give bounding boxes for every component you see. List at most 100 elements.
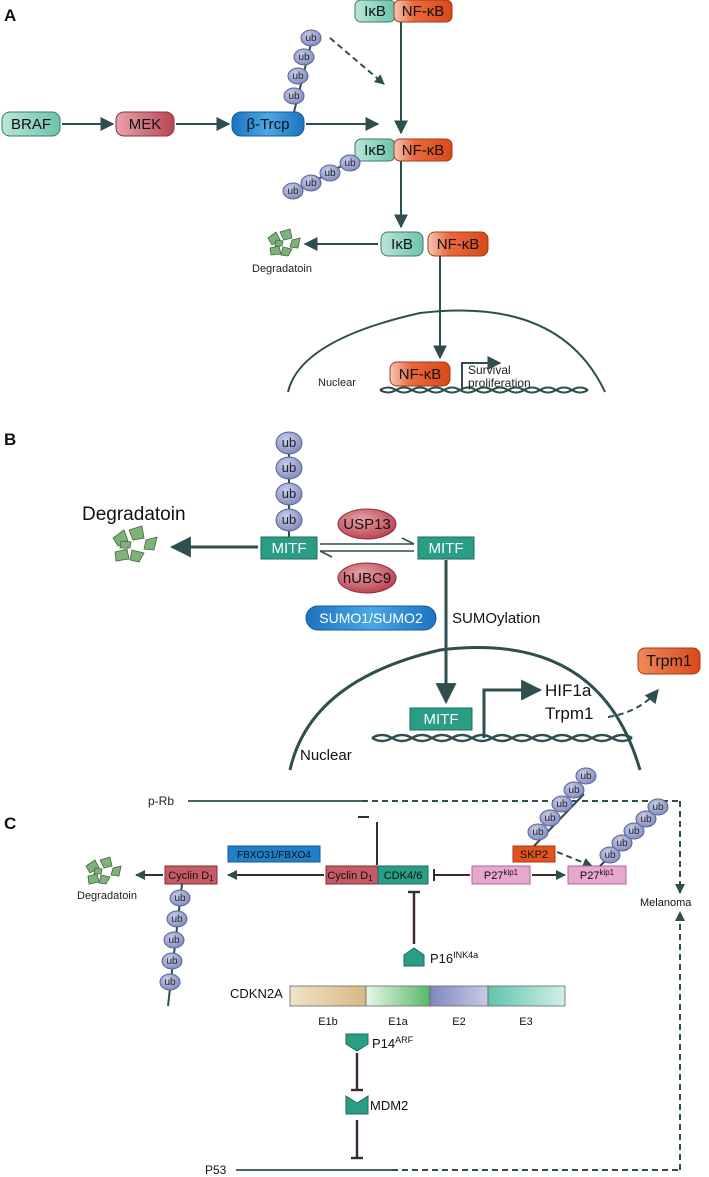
dna-strand-b — [371, 733, 633, 743]
ub-chain-btrcp: ub ub ub ub — [283, 29, 322, 113]
svg-text:ub: ub — [287, 186, 299, 197]
svg-text:P27kip1: P27kip1 — [580, 868, 615, 882]
usp13-node: USP13 — [337, 508, 397, 540]
fbxo-node: FBXO31/FBXO4 — [227, 845, 321, 863]
svg-text:ub: ub — [628, 826, 640, 837]
ub-chain-skp2: ub ub ub ub ub — [527, 767, 597, 847]
svg-text:NF-κB: NF-κB — [437, 236, 480, 253]
panel-label-a: A — [4, 6, 16, 25]
melanoma-label: Melanoma — [640, 897, 692, 909]
exon-e1a-label: E1a — [388, 1016, 408, 1028]
ub-chain-p27: ub ub ub ub ub — [599, 798, 669, 867]
mitf-left: MITF — [260, 536, 318, 560]
degradation-fragments-b — [112, 525, 158, 563]
svg-text:ub: ub — [580, 771, 592, 782]
hif1a-label: HIF1a — [545, 681, 592, 700]
svg-text:ub: ub — [168, 935, 180, 946]
cyclin-cdk-complex: Cyclin D1 CDK4/6 — [325, 865, 429, 885]
svg-text:P27kip1: P27kip1 — [484, 868, 519, 882]
svg-text:ub: ub — [532, 827, 544, 838]
skp2-node: SKP2 — [512, 845, 556, 863]
ub-chain-ikb: ub ub ub ub — [282, 154, 361, 200]
svg-text:ub: ub — [305, 33, 317, 44]
svg-text:ub: ub — [288, 91, 300, 102]
prb-label: p-Rb — [148, 794, 174, 808]
svg-text:NF-κB: NF-κB — [399, 366, 442, 383]
svg-text:P14ARF: P14ARF — [372, 1035, 414, 1051]
svg-text:USP13: USP13 — [343, 516, 391, 533]
svg-text:ub: ub — [292, 71, 304, 82]
svg-text:Cyclin D1: Cyclin D1 — [168, 870, 214, 883]
svg-text:MITF: MITF — [429, 540, 464, 557]
svg-text:ub: ub — [640, 814, 652, 825]
panel-label-b: B — [4, 430, 16, 449]
svg-text:MDM2: MDM2 — [370, 1098, 408, 1113]
svg-text:ub: ub — [282, 486, 296, 501]
degradation-label-b: Degradatoin — [82, 504, 186, 525]
p16-node: P16INK4a — [403, 947, 478, 967]
svg-text:IκB: IκB — [391, 236, 413, 253]
svg-text:SUMO1/SUMO2: SUMO1/SUMO2 — [319, 610, 423, 626]
dna-strand-a — [379, 386, 589, 394]
exon-e1b-label: E1b — [318, 1016, 338, 1028]
ikb-nfkb-complex-top: IκB NF-κB — [354, 0, 453, 23]
trpm1-gene-label: Trpm1 — [545, 704, 594, 723]
dashed-ub-transfer-c — [556, 851, 593, 868]
survival-label: Survival — [468, 363, 511, 377]
transcription-arrow-a — [461, 356, 502, 390]
svg-text:Cyclin D1: Cyclin D1 — [327, 870, 373, 883]
mitf-nuclear: MITF — [409, 707, 473, 731]
cdkn2a-gene-bar — [289, 985, 566, 1007]
svg-text:BRAF: BRAF — [11, 116, 51, 133]
svg-text:ub: ub — [324, 168, 336, 179]
nuclear-label-a: Nuclear — [318, 377, 356, 389]
panel-label-c: C — [4, 814, 16, 833]
svg-text:MITF: MITF — [272, 540, 307, 557]
svg-text:ub: ub — [652, 802, 664, 813]
svg-text:ub: ub — [171, 914, 183, 925]
svg-text:MITF: MITF — [424, 711, 459, 728]
ub-chain-cyclin: ub ub ub ub ub — [159, 883, 191, 1007]
svg-text:ub: ub — [544, 813, 556, 824]
svg-text:ub: ub — [556, 799, 568, 810]
svg-text:SKP2: SKP2 — [520, 849, 548, 861]
nuclear-envelope-a — [287, 309, 606, 393]
svg-text:ub: ub — [616, 838, 628, 849]
mitf-right: MITF — [417, 536, 475, 560]
svg-text:ub: ub — [174, 893, 186, 904]
svg-text:FBXO31/FBXO4: FBXO31/FBXO4 — [237, 850, 311, 861]
arrow-trpm1-export — [607, 688, 659, 718]
ikb-nfkb-complex-middle: IκB NF-κB — [354, 138, 453, 162]
degradation-fragments-a — [267, 228, 301, 257]
proliferation-label: proliferation — [468, 376, 531, 390]
dashed-ub-transfer — [329, 37, 385, 85]
braf-node: BRAF — [1, 111, 61, 137]
svg-text:P16INK4a: P16INK4a — [430, 950, 478, 966]
ub-stack-mitf: ub ub ub ub — [275, 431, 303, 537]
svg-text:hUBC9: hUBC9 — [343, 570, 391, 587]
hubc9-node: hUBC9 — [337, 562, 397, 594]
svg-text:ub: ub — [568, 785, 580, 796]
nuclear-envelope-b — [288, 646, 642, 771]
svg-text:ub: ub — [298, 52, 310, 63]
degradation-label-a: Degradatoin — [252, 263, 312, 275]
nuclear-label-b: Nuclear — [300, 747, 352, 764]
p27-right: P27kip1 — [567, 865, 627, 885]
transcription-arrow-b — [482, 679, 543, 738]
ikb-separated: IκB — [380, 231, 424, 257]
svg-text:ub: ub — [282, 460, 296, 475]
exon-e2-label: E2 — [452, 1016, 465, 1028]
degradation-label-c: Degradatoin — [77, 890, 137, 902]
svg-text:ub: ub — [305, 178, 317, 189]
svg-text:ub: ub — [282, 512, 296, 527]
svg-text:ub: ub — [604, 850, 616, 861]
exon-e3-label: E3 — [519, 1016, 532, 1028]
btrcp-node: β-Trcp — [231, 111, 305, 137]
svg-text:β-Trcp: β-Trcp — [246, 116, 289, 133]
mdm2-node: MDM2 — [345, 1095, 408, 1115]
svg-text:ub: ub — [166, 956, 178, 967]
svg-text:Trpm1: Trpm1 — [646, 653, 692, 670]
svg-text:ub: ub — [344, 158, 356, 169]
nfkb-label: NF-κB — [402, 3, 445, 20]
